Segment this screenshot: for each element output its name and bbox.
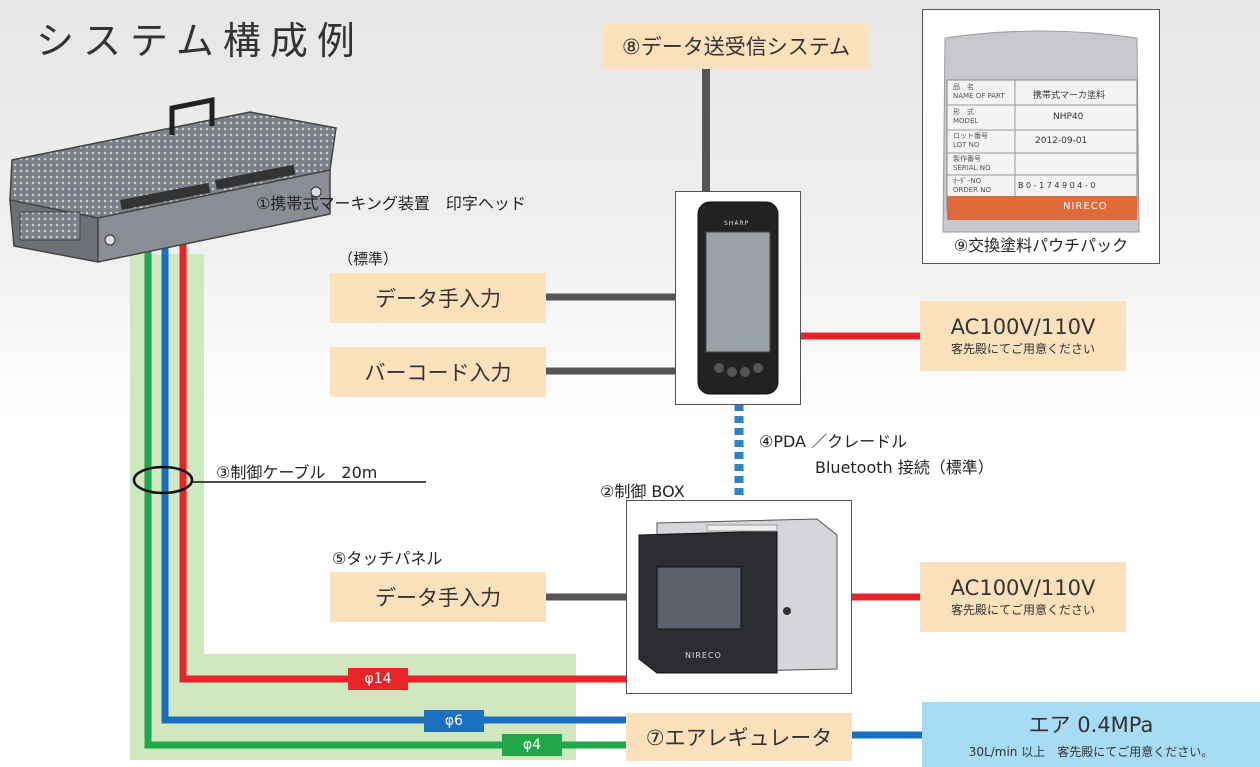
touch-panel-label: ⑤タッチパネル bbox=[332, 549, 443, 568]
power-box-1: AC100V/110V 客先殿にてご用意ください bbox=[920, 301, 1126, 371]
tag-row-4-en: SERIAL NO bbox=[953, 164, 991, 172]
control-box-brand: NIRECO bbox=[685, 651, 722, 660]
tag-row-5-jp: ｵｰﾀﾞｰNO bbox=[953, 177, 982, 185]
power-2-sub: 客先殿にてご用意ください bbox=[950, 603, 1095, 618]
pouch-caption: ⑨交換塗料パウチパック bbox=[953, 236, 1129, 255]
control-box-device bbox=[638, 518, 838, 674]
page-title: システム構成例 bbox=[36, 19, 364, 63]
pda-photo-frame: SHARP bbox=[675, 191, 801, 405]
tag-row-5-en: ORDER NO bbox=[953, 186, 992, 194]
power-1-sub: 客先殿にてご用意ください bbox=[950, 342, 1095, 357]
print-head-label: ①携帯式マーキング装置 印字ヘッド bbox=[256, 194, 526, 213]
tag-row-3-value: 2012-09-01 bbox=[1035, 136, 1088, 146]
hose-blue-label: φ6 bbox=[424, 710, 484, 732]
tag-row-2-value: NHP40 bbox=[1053, 112, 1084, 122]
hose-green-label: φ4 bbox=[502, 734, 562, 756]
tag-row-3-jp: ロット番号 bbox=[953, 132, 988, 140]
pda-brand: SHARP bbox=[724, 220, 750, 227]
tag-row-2-jp: 形 式 bbox=[953, 108, 974, 116]
pouch-brand: NIRECO bbox=[1063, 201, 1108, 212]
tag-row-1-value: 携帯式マーカ塗料 bbox=[1033, 91, 1106, 101]
barcode-input-box: バーコード入力 bbox=[330, 347, 546, 397]
data-system-box: ⑧データ送受信システム bbox=[602, 23, 870, 69]
pda-cradle-label-2: Bluetooth 接続（標準） bbox=[815, 458, 994, 477]
pouch-photo-frame: 品 名 NAME OF PART 携帯式マーカ塗料 形 式 MODEL NHP4… bbox=[922, 9, 1160, 264]
control-box-photo-frame: NIRECO bbox=[626, 500, 852, 694]
tag-row-4-jp: 製作番号 bbox=[953, 155, 981, 163]
pda-device bbox=[697, 201, 779, 395]
tag-row-5-value: B 0 - 1 7 4 9 0 4 - 0 bbox=[1018, 181, 1096, 190]
air-supply-box: エア 0.4MPa 30L/min 以上 客先殿にてご用意ください。 bbox=[922, 702, 1260, 767]
manual-input-box-1: データ手入力 bbox=[330, 273, 546, 323]
hose-red bbox=[179, 228, 626, 683]
air-supply-main: エア 0.4MPa bbox=[1028, 713, 1154, 737]
tag-row-3-en: LOT NO bbox=[953, 141, 980, 149]
control-cable-label: ③制御ケーブル 20m bbox=[216, 463, 378, 482]
power-box-2: AC100V/110V 客先殿にてご用意ください bbox=[920, 562, 1126, 632]
manual-input-box-2: データ手入力 bbox=[330, 572, 546, 622]
tag-row-2-en: MODEL bbox=[953, 117, 979, 125]
cable-marker-ellipse bbox=[132, 465, 194, 495]
control-box-label: ②制御 BOX bbox=[600, 482, 685, 501]
pda-cradle-label-1: ④PDA ／クレードル bbox=[759, 432, 908, 451]
pouch-photo bbox=[942, 30, 1140, 233]
air-regulator-box: ⑦エアレギュレータ bbox=[626, 713, 852, 761]
standard-label: （標準） bbox=[338, 250, 399, 268]
tag-row-1-en: NAME OF PART bbox=[953, 92, 1005, 100]
tag-row-1-jp: 品 名 bbox=[953, 83, 974, 91]
power-1-main: AC100V/110V bbox=[950, 315, 1096, 340]
hose-red-label: φ14 bbox=[348, 668, 408, 690]
air-supply-sub: 30L/min 以上 客先殿にてご用意ください。 bbox=[968, 745, 1214, 759]
print-head-device bbox=[9, 96, 337, 263]
hose-green bbox=[144, 228, 626, 749]
power-2-main: AC100V/110V bbox=[950, 576, 1096, 601]
